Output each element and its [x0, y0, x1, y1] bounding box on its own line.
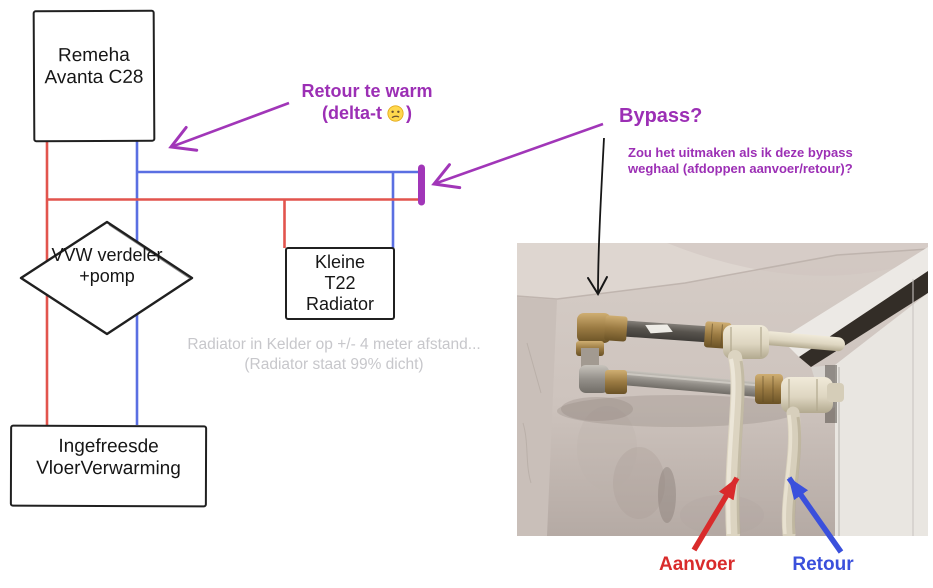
galv-elbow-bottom	[579, 365, 609, 393]
retour-note-line1: Retour te warm	[301, 81, 433, 101]
photo-frame-molding	[781, 247, 928, 357]
brass-elbow-top	[577, 313, 611, 343]
kelder-note: Radiator in Kelder op +/- 4 meter afstan…	[187, 336, 481, 373]
cream-pipe-right	[763, 331, 845, 352]
brass-fitting	[755, 374, 783, 404]
retour-note-line2-pre: (delta-t	[322, 103, 382, 123]
aanvoer-label: Aanvoer	[658, 554, 736, 575]
node-distributor-label: VVW verdeler +pomp	[51, 245, 163, 286]
photo-left-wall	[517, 297, 557, 536]
cream-cap	[827, 383, 844, 402]
boiler-label-line1: Remeha	[57, 44, 130, 67]
bypass-arrow	[431, 122, 604, 190]
pipes-photo	[517, 243, 928, 536]
retour-te-warm-note: Retour te warm (delta-t)	[272, 80, 462, 124]
bypass-title: Bypass?	[619, 105, 703, 127]
brass-nut	[605, 370, 627, 394]
bypass-question: Zou het uitmaken als ik deze bypass wegh…	[628, 145, 853, 176]
node-floor-heating: Ingefreesde VloerVerwarming	[9, 424, 208, 508]
retour-note-line2-post: )	[406, 103, 412, 123]
node-boiler: Remeha Avanta C28	[32, 9, 156, 143]
photo-wall-corner	[517, 248, 928, 300]
pipes-photo-image	[517, 243, 928, 536]
photo-ceiling-shade	[667, 243, 928, 276]
photo-door	[835, 293, 928, 536]
confused-face-icon	[387, 105, 404, 122]
node-radiator: Kleine T22 Radiator	[285, 247, 395, 320]
retour-label: Retour	[792, 554, 854, 575]
brass-nut	[604, 315, 628, 342]
cream-tee-bottom	[781, 377, 833, 413]
boiler-label-line2: Avanta C28	[44, 66, 144, 89]
